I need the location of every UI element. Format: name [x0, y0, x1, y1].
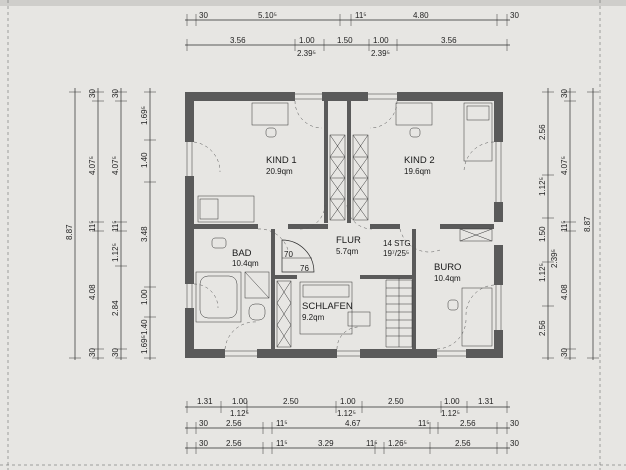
room-name-buro: BURO [434, 262, 461, 273]
room-area-kind2: 19.6qm [404, 167, 431, 176]
room-name-schlafen: SCHLAFEN [302, 301, 353, 312]
dim-bottom1-4: 1.00 [340, 397, 356, 406]
outer-walls [185, 92, 503, 358]
inner-walls [194, 101, 494, 349]
dim-bottom1-9: 1.31 [478, 397, 494, 406]
dim-left-win-3: 1.00 [140, 289, 149, 305]
top-shadow [0, 0, 626, 6]
dim-left-inner-3: 1.12⁵ [111, 243, 120, 262]
dim-bottom2-3: 4.67 [345, 419, 361, 428]
dim-left-win-0: 1.69⁵ [140, 106, 149, 125]
room-name-bad: BAD [232, 248, 252, 259]
wardrobes [276, 134, 493, 348]
dim-bottom1-0: 1.31 [197, 397, 213, 406]
dim-right-inner-1: 1.12⁵ [538, 177, 547, 196]
dim-right-inner-0: 2.56 [538, 124, 547, 140]
dim-bottom3-1: 2.56 [226, 439, 242, 448]
dim-top1-1: 5.10⁵ [258, 11, 277, 20]
dim-bottom3-7: 30 [510, 439, 519, 448]
dim-left-win-1: 1.40 [140, 152, 149, 168]
dim-left-win-2: 3.48 [140, 226, 149, 242]
stair-ratio: 19⁷/25⁵ [383, 249, 409, 258]
room-area-kind1: 20.9qm [266, 167, 293, 176]
room-name-kind1: KIND 1 [266, 155, 297, 166]
door-swings [193, 100, 495, 350]
room-area-bad: 10.4qm [232, 259, 259, 268]
dim-right-mid-1: 4.07⁵ [560, 156, 569, 175]
windows [186, 93, 502, 357]
dim-right-win-0: 2.39⁵ [550, 249, 559, 268]
dim-left-outer-0: 8.87 [65, 224, 74, 240]
dim-top1-0: 30 [199, 11, 208, 20]
dim-top2-1: 1.00 [299, 36, 315, 45]
dim-top2-5: 2.39⁵ [371, 49, 390, 58]
dim-top1-3: 4.80 [413, 11, 429, 20]
dim-top1-4: 30 [510, 11, 519, 20]
dim-left-mid-0: 30 [88, 89, 97, 98]
top-dimensions: 30 5.10⁵ 11⁵ 4.80 30 3.56 1.00 2.39⁵ 1.5… [185, 11, 519, 58]
room-name-kind2: KIND 2 [404, 155, 435, 166]
dim-bottom1-6: 2.50 [388, 397, 404, 406]
stair-label: 14 STG [383, 239, 411, 248]
dim-bottom3-6: 2.56 [455, 439, 471, 448]
dim-top2-2: 2.39⁵ [297, 49, 316, 58]
dim-top1-2: 11⁵ [355, 11, 367, 20]
left-dimensions: 8.87 30 4.07⁵ 11⁵ 4.08 30 30 4.07⁵ 11⁵ 1… [65, 88, 156, 360]
dim-right-mid-3: 4.08 [560, 284, 569, 300]
dim-bottom2-4: 11⁵ [418, 419, 430, 428]
dim-bottom1-5: 1.12⁵ [337, 409, 356, 418]
dim-left-mid-2: 11⁵ [88, 220, 97, 232]
dim-left-mid-4: 30 [88, 348, 97, 357]
dim-right-mid-2: 11⁵ [560, 220, 569, 232]
dim-bottom1-8: 1.12⁵ [441, 409, 460, 418]
dim-left-win-5: 1.69⁵ [140, 335, 149, 354]
dim-bottom3-2: 11⁵ [276, 439, 288, 448]
door-marker-76: 76 [300, 264, 309, 273]
dim-bottom2-6: 30 [510, 419, 519, 428]
dim-bottom1-1: 1.00 [232, 397, 248, 406]
room-area-buro: 10.4qm [434, 274, 461, 283]
dim-top2-0: 3.56 [230, 36, 246, 45]
dim-right-outer-0: 8.87 [583, 216, 592, 232]
dim-bottom1-2: 1.12⁵ [230, 409, 249, 418]
dim-bottom3-4: 11⁵ [366, 439, 378, 448]
dim-left-win-4: 1.40 [140, 319, 149, 335]
dim-top2-3: 1.50 [337, 36, 353, 45]
door-marker [281, 239, 315, 273]
dim-left-inner-4: 2.84 [111, 300, 120, 316]
room-labels: KIND 1 20.9qm KIND 2 19.6qm BAD 10.4qm F… [232, 155, 461, 322]
dim-left-inner-1: 4.07⁵ [111, 156, 120, 175]
dim-right-inner-3: 1.12⁵ [538, 263, 547, 282]
dim-right-inner-2: 1.50 [538, 226, 547, 242]
dim-bottom2-2: 11⁵ [276, 419, 288, 428]
dim-bottom3-5: 1.26⁵ [388, 439, 407, 448]
bottom-dimensions: 1.31 1.00 1.12⁵ 2.50 1.00 1.12⁵ 2.50 1.0… [185, 397, 519, 454]
dim-bottom2-5: 2.56 [460, 419, 476, 428]
dim-right-mid-0: 30 [560, 89, 569, 98]
dim-right-mid-4: 30 [560, 348, 569, 357]
dim-top2-4: 1.00 [373, 36, 389, 45]
dim-right-inner-4: 2.56 [538, 320, 547, 336]
room-name-flur: FLUR [336, 235, 361, 246]
dim-top2-6: 3.56 [441, 36, 457, 45]
right-dimensions: 2.56 1.12⁵ 1.50 1.12⁵ 2.56 2.39⁵ 30 4.07… [538, 88, 599, 360]
dim-left-inner-0: 30 [111, 89, 120, 98]
furniture [195, 102, 493, 348]
dim-bottom2-1: 2.56 [226, 419, 242, 428]
door-marker-70: 70 [284, 250, 293, 259]
dim-bottom3-0: 30 [199, 439, 208, 448]
dim-bottom3-3: 3.29 [318, 439, 334, 448]
dim-left-mid-3: 4.08 [88, 284, 97, 300]
dim-left-mid-1: 4.07⁵ [88, 156, 97, 175]
dim-bottom1-3: 2.50 [283, 397, 299, 406]
dim-left-inner-2: 11⁵ [111, 220, 120, 232]
dim-bottom2-0: 30 [199, 419, 208, 428]
dim-bottom1-7: 1.00 [444, 397, 460, 406]
room-area-schlafen: 9.2qm [302, 313, 325, 322]
dim-left-inner-5: 30 [111, 348, 120, 357]
room-area-flur: 5.7qm [336, 247, 359, 256]
